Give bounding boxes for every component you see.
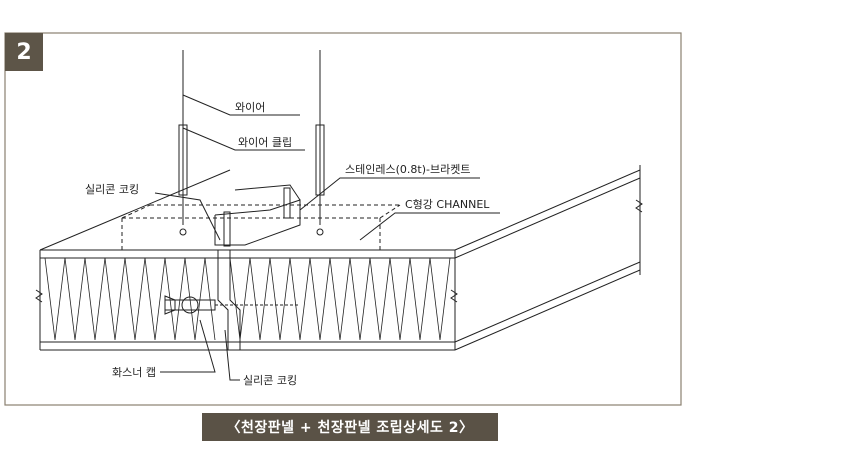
figure-caption: 〈천장판넬 + 천장판넬 조립상세도 2〉 (202, 413, 498, 441)
label-wire: 와이어 (235, 101, 265, 114)
label-channel: C형강 CHANNEL (405, 198, 490, 211)
label-silicone-bottom: 실리콘 코킹 (243, 374, 297, 387)
label-washer-cap: 화스너 캡 (112, 366, 156, 379)
label-wire-clip: 와이어 클립 (238, 136, 292, 149)
label-bracket: 스테인레스(0.8t)-브라켓트 (345, 163, 470, 176)
label-silicone-top: 실리콘 코킹 (85, 183, 139, 196)
panel-linework (35, 50, 643, 381)
figure-number-badge: 2 (5, 33, 43, 71)
figure-border (4, 32, 682, 406)
